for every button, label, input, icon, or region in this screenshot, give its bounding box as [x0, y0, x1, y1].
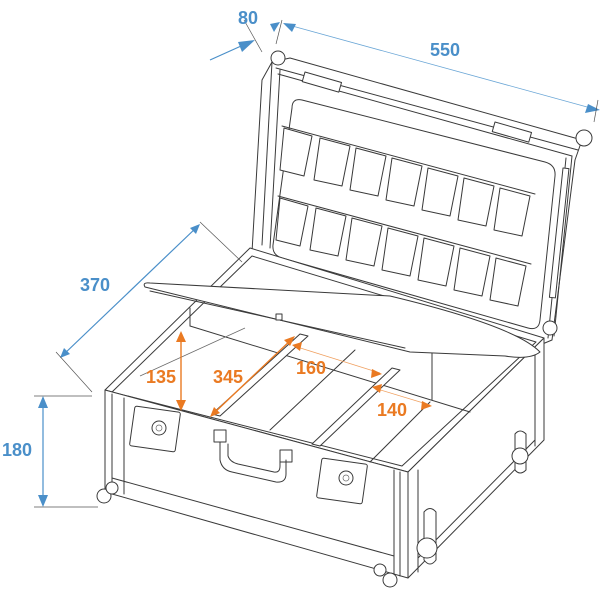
lid-pocket-row-2: [275, 195, 532, 307]
dimension-label-length: 550: [430, 40, 461, 60]
dimension-80: [209, 19, 283, 61]
side-handle-lower: [416, 508, 438, 565]
side-handle-upper: [511, 430, 529, 474]
dimension-label-compartment-2: 140: [377, 400, 408, 420]
dimension-label-inner-depth: 345: [213, 367, 244, 387]
dimension-label-compartment-1: 160: [296, 358, 327, 378]
front-latch-left: [129, 405, 181, 453]
dimension-180: [34, 395, 98, 508]
dimension-label-lid-depth: 80: [238, 8, 259, 28]
corner-balls: [96, 481, 398, 588]
dimension-135: [176, 331, 186, 411]
dimension-160: [292, 342, 382, 378]
dimension-140: [372, 384, 432, 410]
dimension-label-inner-height: 135: [146, 367, 177, 387]
tray-panel: [143, 282, 541, 358]
dimension-550: [283, 23, 600, 123]
dimension-345: [210, 336, 295, 417]
dimension-label-width: 370: [80, 275, 111, 295]
dimension-label-height: 180: [2, 440, 33, 460]
dimension-370: [55, 221, 243, 393]
lid-pocket-row-1: [279, 125, 536, 237]
front-latch-right: [316, 457, 368, 505]
carry-handle: [213, 429, 293, 483]
